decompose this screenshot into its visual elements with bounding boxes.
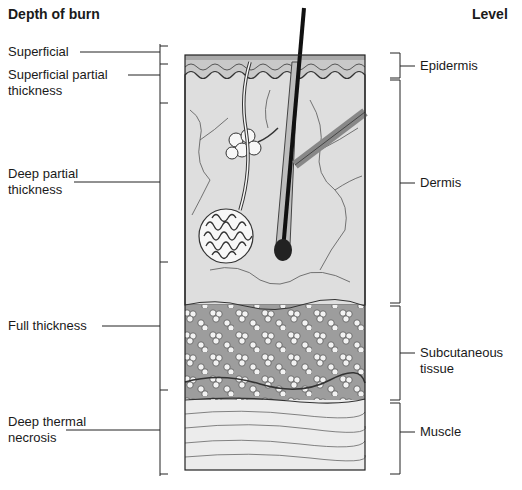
sweat-duct	[240, 62, 250, 210]
bracket-ticks	[390, 53, 400, 474]
illustration-border	[185, 55, 365, 470]
blood-vessel	[190, 110, 228, 215]
subcutaneous-layer	[185, 305, 365, 400]
sebaceous-gland	[226, 128, 278, 159]
dermis-layer	[185, 72, 365, 306]
leader-line	[400, 432, 415, 433]
burn-depth-label: Full thickness	[8, 318, 87, 334]
muscle-fiber	[185, 411, 365, 418]
burn-depth-label: Deep partial thickness	[8, 166, 100, 198]
leader-line	[74, 182, 160, 183]
layer-label: Muscle	[420, 424, 461, 440]
column-heading: Depth of burn	[8, 6, 100, 22]
muscle-boundary	[185, 398, 365, 403]
fascia-line	[185, 373, 365, 389]
layer-label: Subcutaneous tissue	[420, 345, 520, 377]
leader-line	[128, 75, 160, 76]
gland-lobule	[226, 147, 238, 159]
depth-brackets	[66, 44, 168, 476]
epidermis-line	[185, 64, 365, 70]
burn-depth-label: Deep thermal necrosis	[8, 414, 104, 446]
level-brackets	[390, 53, 415, 474]
muscle-fiber	[185, 440, 365, 447]
leader-line	[400, 353, 415, 354]
arrector-pili-line	[295, 112, 365, 165]
gland-duct	[258, 128, 278, 142]
fat-cells	[185, 305, 365, 400]
burn-depth-label: Superficial partial thickness	[8, 67, 130, 99]
burn-depth-label: Superficial	[8, 44, 69, 60]
depth-axis	[160, 44, 161, 476]
stratum-corneum	[185, 55, 365, 60]
leader-line	[66, 430, 160, 431]
hair-shaft	[283, 8, 304, 250]
muscle-layer	[185, 400, 365, 470]
dermis-boundary	[185, 299, 365, 309]
muscle-fiber	[185, 454, 365, 461]
sweat-duct-lumen	[240, 62, 250, 210]
leader-line	[400, 66, 415, 67]
gland-coil	[204, 215, 252, 259]
column-heading: Level	[472, 6, 508, 22]
hair-bulb	[274, 239, 292, 261]
leader-line	[80, 52, 160, 53]
layer-label: Epidermis	[420, 58, 478, 74]
arrector-pili	[295, 112, 365, 165]
layer-label: Dermis	[420, 175, 461, 191]
bracket-ticks	[160, 46, 168, 474]
muscle-fiber	[185, 425, 365, 433]
leader-line	[102, 326, 160, 327]
leader-line	[400, 183, 415, 184]
level-axis	[400, 53, 401, 474]
sweat-gland	[199, 209, 253, 263]
